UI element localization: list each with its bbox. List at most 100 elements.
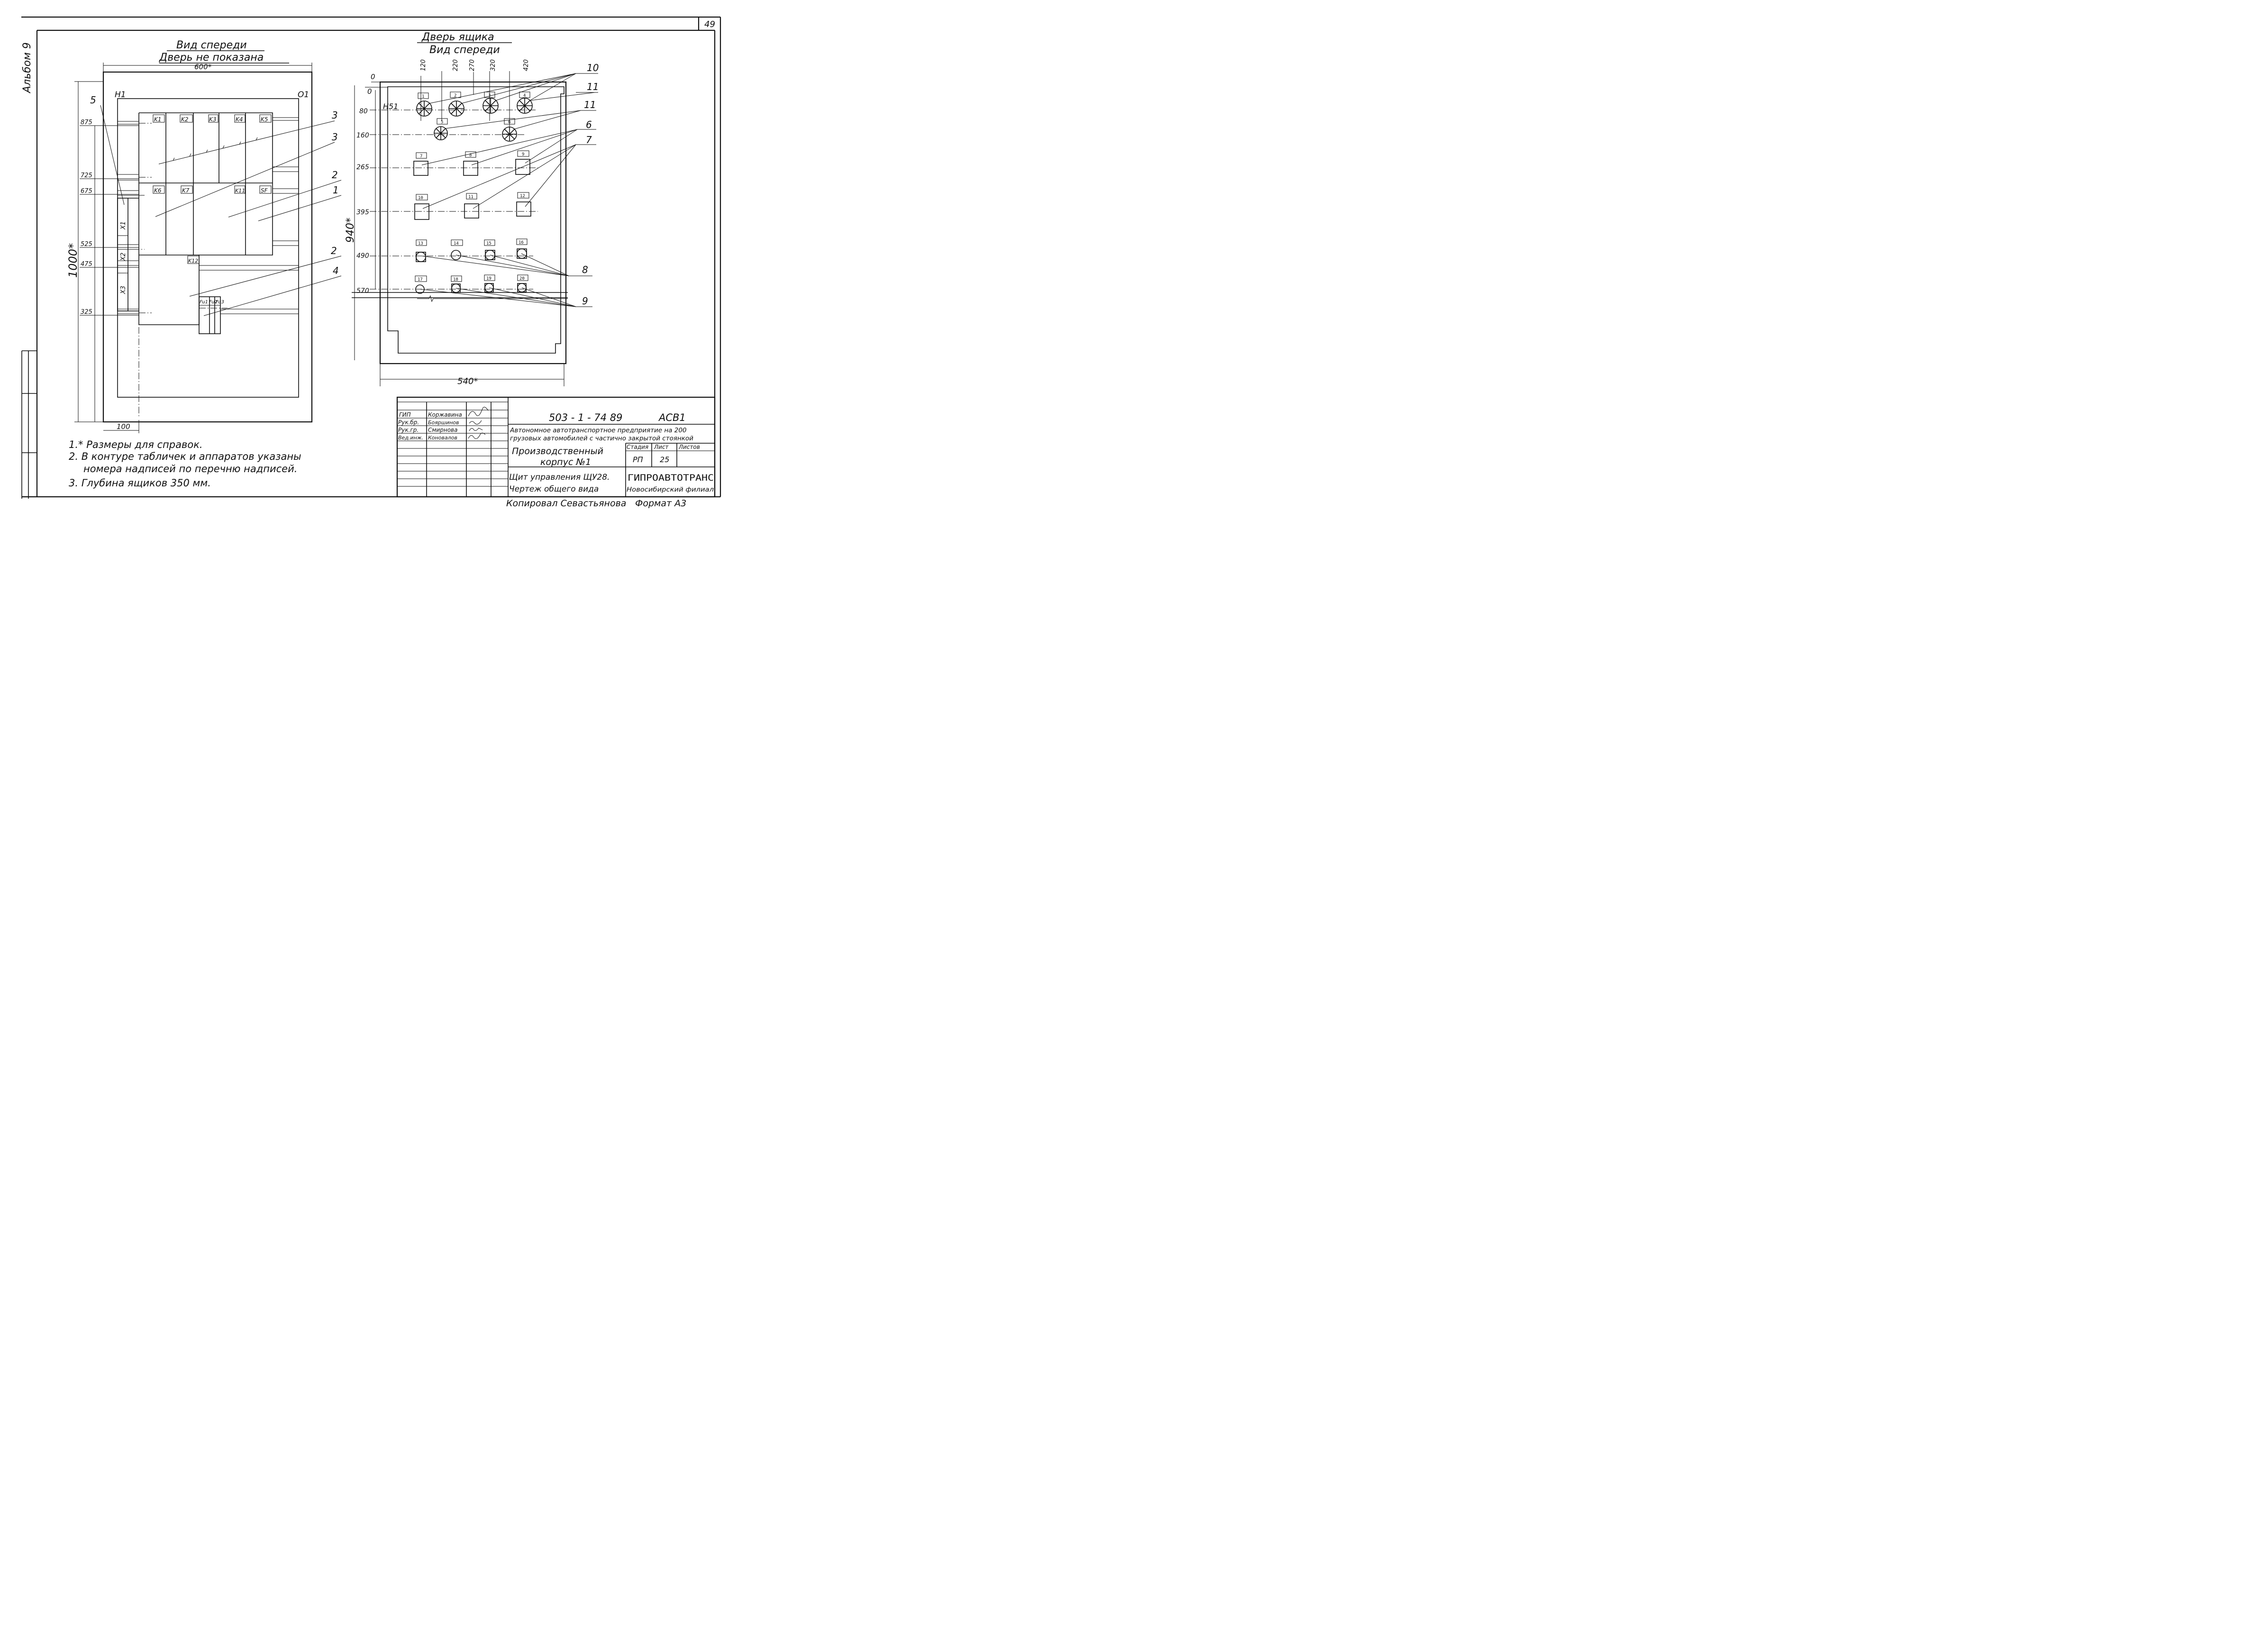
album-label: Альбом 9 xyxy=(21,42,33,94)
left-height-dim: 1000* xyxy=(66,243,80,278)
drawing-line-1: Щит управления ЩУ28. xyxy=(509,473,610,482)
branch-name: Новосибирский филиал xyxy=(627,486,714,493)
plate-11: 11 xyxy=(468,195,473,200)
plate-20: 20 xyxy=(519,276,525,281)
device-k12: K12 xyxy=(188,258,198,264)
copied-by: Копировал Севастьянова xyxy=(506,498,626,509)
plate-14: 14 xyxy=(454,241,459,246)
terminal-x3: X3 xyxy=(120,286,127,294)
plate-1: 1 xyxy=(422,94,424,99)
top-dim-420: 420 xyxy=(523,59,530,71)
door-level-570: 570 xyxy=(356,287,369,295)
plate-12: 12 xyxy=(520,194,525,199)
device-k5: K5 xyxy=(261,116,268,123)
callout-3b: 3 xyxy=(332,131,338,143)
plate-13: 13 xyxy=(418,241,423,246)
role-ved-inzh: Вед.инж. xyxy=(398,435,423,441)
right-view-subtitle: Вид спереди xyxy=(429,44,500,56)
door-level-80: 80 xyxy=(359,108,368,115)
plate-7: 7 xyxy=(420,154,422,159)
org-name: ГИПРОАВТОТРАНС xyxy=(628,473,714,483)
left-level-525: 525 xyxy=(81,241,92,248)
device-k2: K2 xyxy=(181,116,189,123)
left-offset-dim: 100 xyxy=(117,422,130,431)
plate-3: 3 xyxy=(488,93,491,98)
sheet-format: Формат А3 xyxy=(635,498,686,509)
plate-17: 17 xyxy=(418,277,423,282)
callout-2b: 2 xyxy=(331,245,337,256)
callout-11b: 11 xyxy=(584,99,596,110)
callout-1: 1 xyxy=(333,184,339,196)
project-line-1: Автономное автотранспортное предприятие … xyxy=(510,427,687,434)
left-frame-label-o1: O1 xyxy=(298,90,309,100)
signatures xyxy=(468,407,489,439)
plate-15: 15 xyxy=(486,241,492,246)
role-ruk-br: Рук.бр. xyxy=(398,419,419,426)
zero-left: 0 xyxy=(367,87,372,96)
left-view-subtitle: Дверь не показана xyxy=(159,52,264,64)
device-k7: K7 xyxy=(182,187,190,194)
callout-8: 8 xyxy=(582,264,588,275)
callout-3a: 3 xyxy=(332,110,338,121)
role-gip: ГИП xyxy=(399,411,411,418)
project-line-2: грузовых автомобилей с частично закрытой… xyxy=(510,435,693,442)
door-level-395: 395 xyxy=(356,209,369,216)
front-view-left: Вид спереди Дверь не показана 600* H1 O1 xyxy=(66,39,342,433)
sheet-header: Лист xyxy=(654,444,669,450)
top-dim-120: 120 xyxy=(420,59,427,71)
right-view-title: Дверь ящика xyxy=(421,31,494,43)
door-width-dim: 540* xyxy=(457,376,478,386)
doc-code: 503 - 1 - 74 89 xyxy=(549,412,622,423)
device-fu3: Fu3 xyxy=(216,300,224,305)
door-frame-label: H51 xyxy=(383,102,398,111)
callout-7: 7 xyxy=(586,134,592,146)
note-3: 3. Глубина ящиков 350 мм. xyxy=(69,477,211,489)
plate-19: 19 xyxy=(486,276,492,281)
plate-5: 5 xyxy=(441,120,443,125)
callout-9: 9 xyxy=(582,295,588,307)
door-level-265: 265 xyxy=(356,164,369,171)
page-number: 49 xyxy=(704,19,715,29)
callout-5: 5 xyxy=(90,94,96,106)
callout-2a: 2 xyxy=(332,169,338,181)
plate-16: 16 xyxy=(519,240,524,245)
door-level-490: 490 xyxy=(356,252,369,260)
plate-4: 4 xyxy=(523,93,526,98)
left-frame-label-h1: H1 xyxy=(115,90,126,100)
device-fu2: Fu2 xyxy=(209,300,218,305)
notes-block: 1.* Размеры для справок. 2. В контуре та… xyxy=(69,439,301,489)
device-k11: K11 xyxy=(235,188,245,194)
callout-6: 6 xyxy=(586,119,592,130)
device-k6: K6 xyxy=(154,187,162,194)
device-k1: K1 xyxy=(154,116,162,123)
title-block: ГИП Рук.бр. Рук.гр. Вед.инж. Коржавина Б… xyxy=(396,396,716,498)
stage-value: РП xyxy=(633,455,643,464)
sheets-header: Листов xyxy=(678,444,700,450)
left-level-325: 325 xyxy=(81,309,92,316)
drawing-line-2: Чертеж общего вида xyxy=(509,484,599,494)
note-2: 2. В контуре табличек и аппаратов указан… xyxy=(69,451,301,462)
door-view-right: Дверь ящика Вид спереди H51 120 220 270 … xyxy=(345,31,599,386)
top-dim-220: 220 xyxy=(452,59,459,71)
plate-18: 18 xyxy=(453,277,458,282)
name-boyarshinov: Бояршинов xyxy=(428,420,459,426)
device-sf: SF xyxy=(261,187,268,194)
callout-10: 10 xyxy=(587,62,599,73)
sheet-mark: АСВ1 xyxy=(658,412,686,423)
top-dim-320: 320 xyxy=(490,59,497,71)
door-level-160: 160 xyxy=(356,132,369,139)
left-width-dim: 600* xyxy=(194,63,212,71)
name-konovalov: Коновалов xyxy=(428,435,457,441)
device-k3: K3 xyxy=(209,116,217,123)
callout-4: 4 xyxy=(333,265,339,276)
stage-header: Стадия xyxy=(627,444,648,450)
left-level-875: 875 xyxy=(81,119,92,126)
device-k4: K4 xyxy=(236,116,243,123)
drawing-sheet: 49 Альбом 9 Вид спереди Дверь не показан… xyxy=(21,16,721,509)
callout-11a: 11 xyxy=(587,81,599,92)
left-level-675: 675 xyxy=(81,188,92,195)
left-view-title: Вид спереди xyxy=(176,39,247,51)
left-level-725: 725 xyxy=(81,172,92,179)
zero-top: 0 xyxy=(371,73,375,81)
plate-9: 9 xyxy=(522,152,524,157)
